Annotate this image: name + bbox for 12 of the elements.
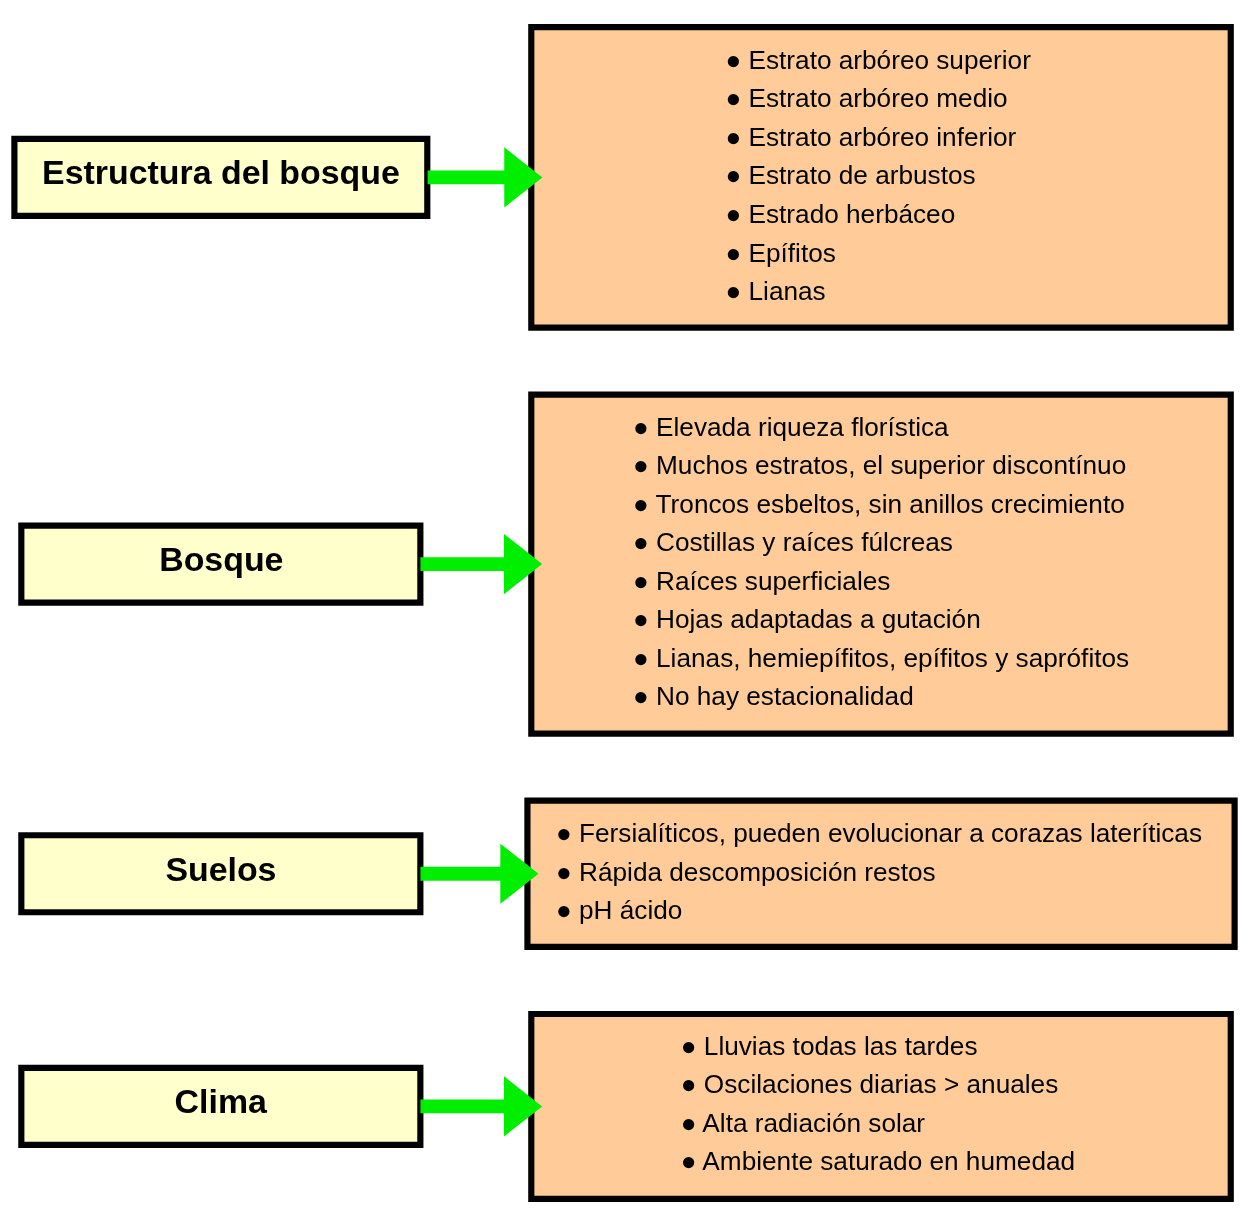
node-box: ● Estrato arbóreo superior ● Estrato arbóreo medio ● Estrato arbóreo inferior ● Estrato de arbustos ● Estrado herbáceo ● Epífitos ● Lianas: [528, 23, 1234, 331]
node-box: Suelos: [18, 831, 424, 915]
arrow: [420, 843, 539, 904]
arrow: [420, 533, 543, 594]
node-box: ● Fersialíticos, pueden evolucionar a corazas lateríticas ● Rápida descomposición restos ● pH ácido: [524, 797, 1238, 950]
arrow: [427, 146, 543, 207]
node-box: ● Elevada riqueza florística ● Muchos estratos, el superior discontínuo ● Troncos esbeltos, sin anillos crecimiento ● Costillas y raíces fúlcreas ● Raíces superficiales ● Hojas adaptadas a gutación ● Lianas, hemiepífitos, epífitos y saprófitos ● No hay estacionalidad: [528, 391, 1234, 737]
node-box: Bosque: [18, 522, 424, 606]
arrow: [420, 1075, 543, 1136]
node-box: Clima: [18, 1064, 424, 1148]
node-box: ● Lluvias todas las tardes ● Oscilaciones diarias > anuales ● Alta radiación solar ● Ambiente saturado en humedad: [528, 1010, 1234, 1202]
node-box: Estructura del bosque: [11, 135, 431, 219]
